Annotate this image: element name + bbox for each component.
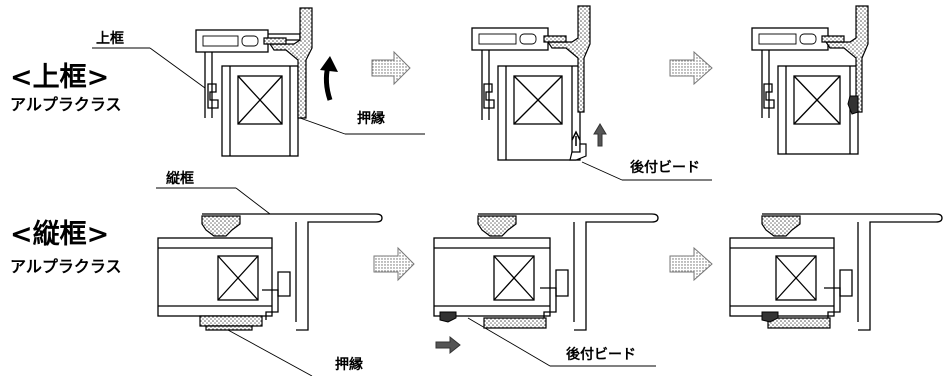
top-frame-label: 上框 xyxy=(96,30,124,47)
side-section-heading: <縦框> xyxy=(10,219,109,250)
side-section-subheading: アルプラクラス xyxy=(10,257,122,276)
top-frame-drawing-2 xyxy=(471,5,607,161)
side-step-arrow-1 xyxy=(373,246,415,282)
top-section-subheading: アルプラクラス xyxy=(10,95,122,114)
top-bead-label: 後付ビード xyxy=(630,159,700,176)
side-bead-leader-diag xyxy=(467,317,551,367)
top-step-arrow-2 xyxy=(669,50,713,86)
side-stop-label: 押縁 xyxy=(335,356,363,373)
top-frame-leader-diag xyxy=(149,47,206,89)
top-section-heading: <上框> xyxy=(10,62,109,93)
top-stop-leader-diag xyxy=(299,117,346,135)
side-stop-leader-diag xyxy=(227,329,313,376)
side-step-arrow-2 xyxy=(669,246,713,282)
side-bead-label: 後付ビード xyxy=(566,346,636,363)
side-frame-label: 縦框 xyxy=(166,170,194,187)
side-frame-drawing-1 xyxy=(157,213,383,331)
top-frame-drawing-3 xyxy=(751,5,869,155)
top-step-arrow-1 xyxy=(371,50,411,86)
side-frame-drawing-2 xyxy=(433,213,659,355)
side-frame-leader-diag xyxy=(235,187,271,215)
top-frame-drawing-1 xyxy=(195,7,338,157)
top-bead-leader-diag xyxy=(581,161,623,181)
top-stop-label: 押縁 xyxy=(357,110,385,127)
side-frame-drawing-3 xyxy=(729,213,943,331)
